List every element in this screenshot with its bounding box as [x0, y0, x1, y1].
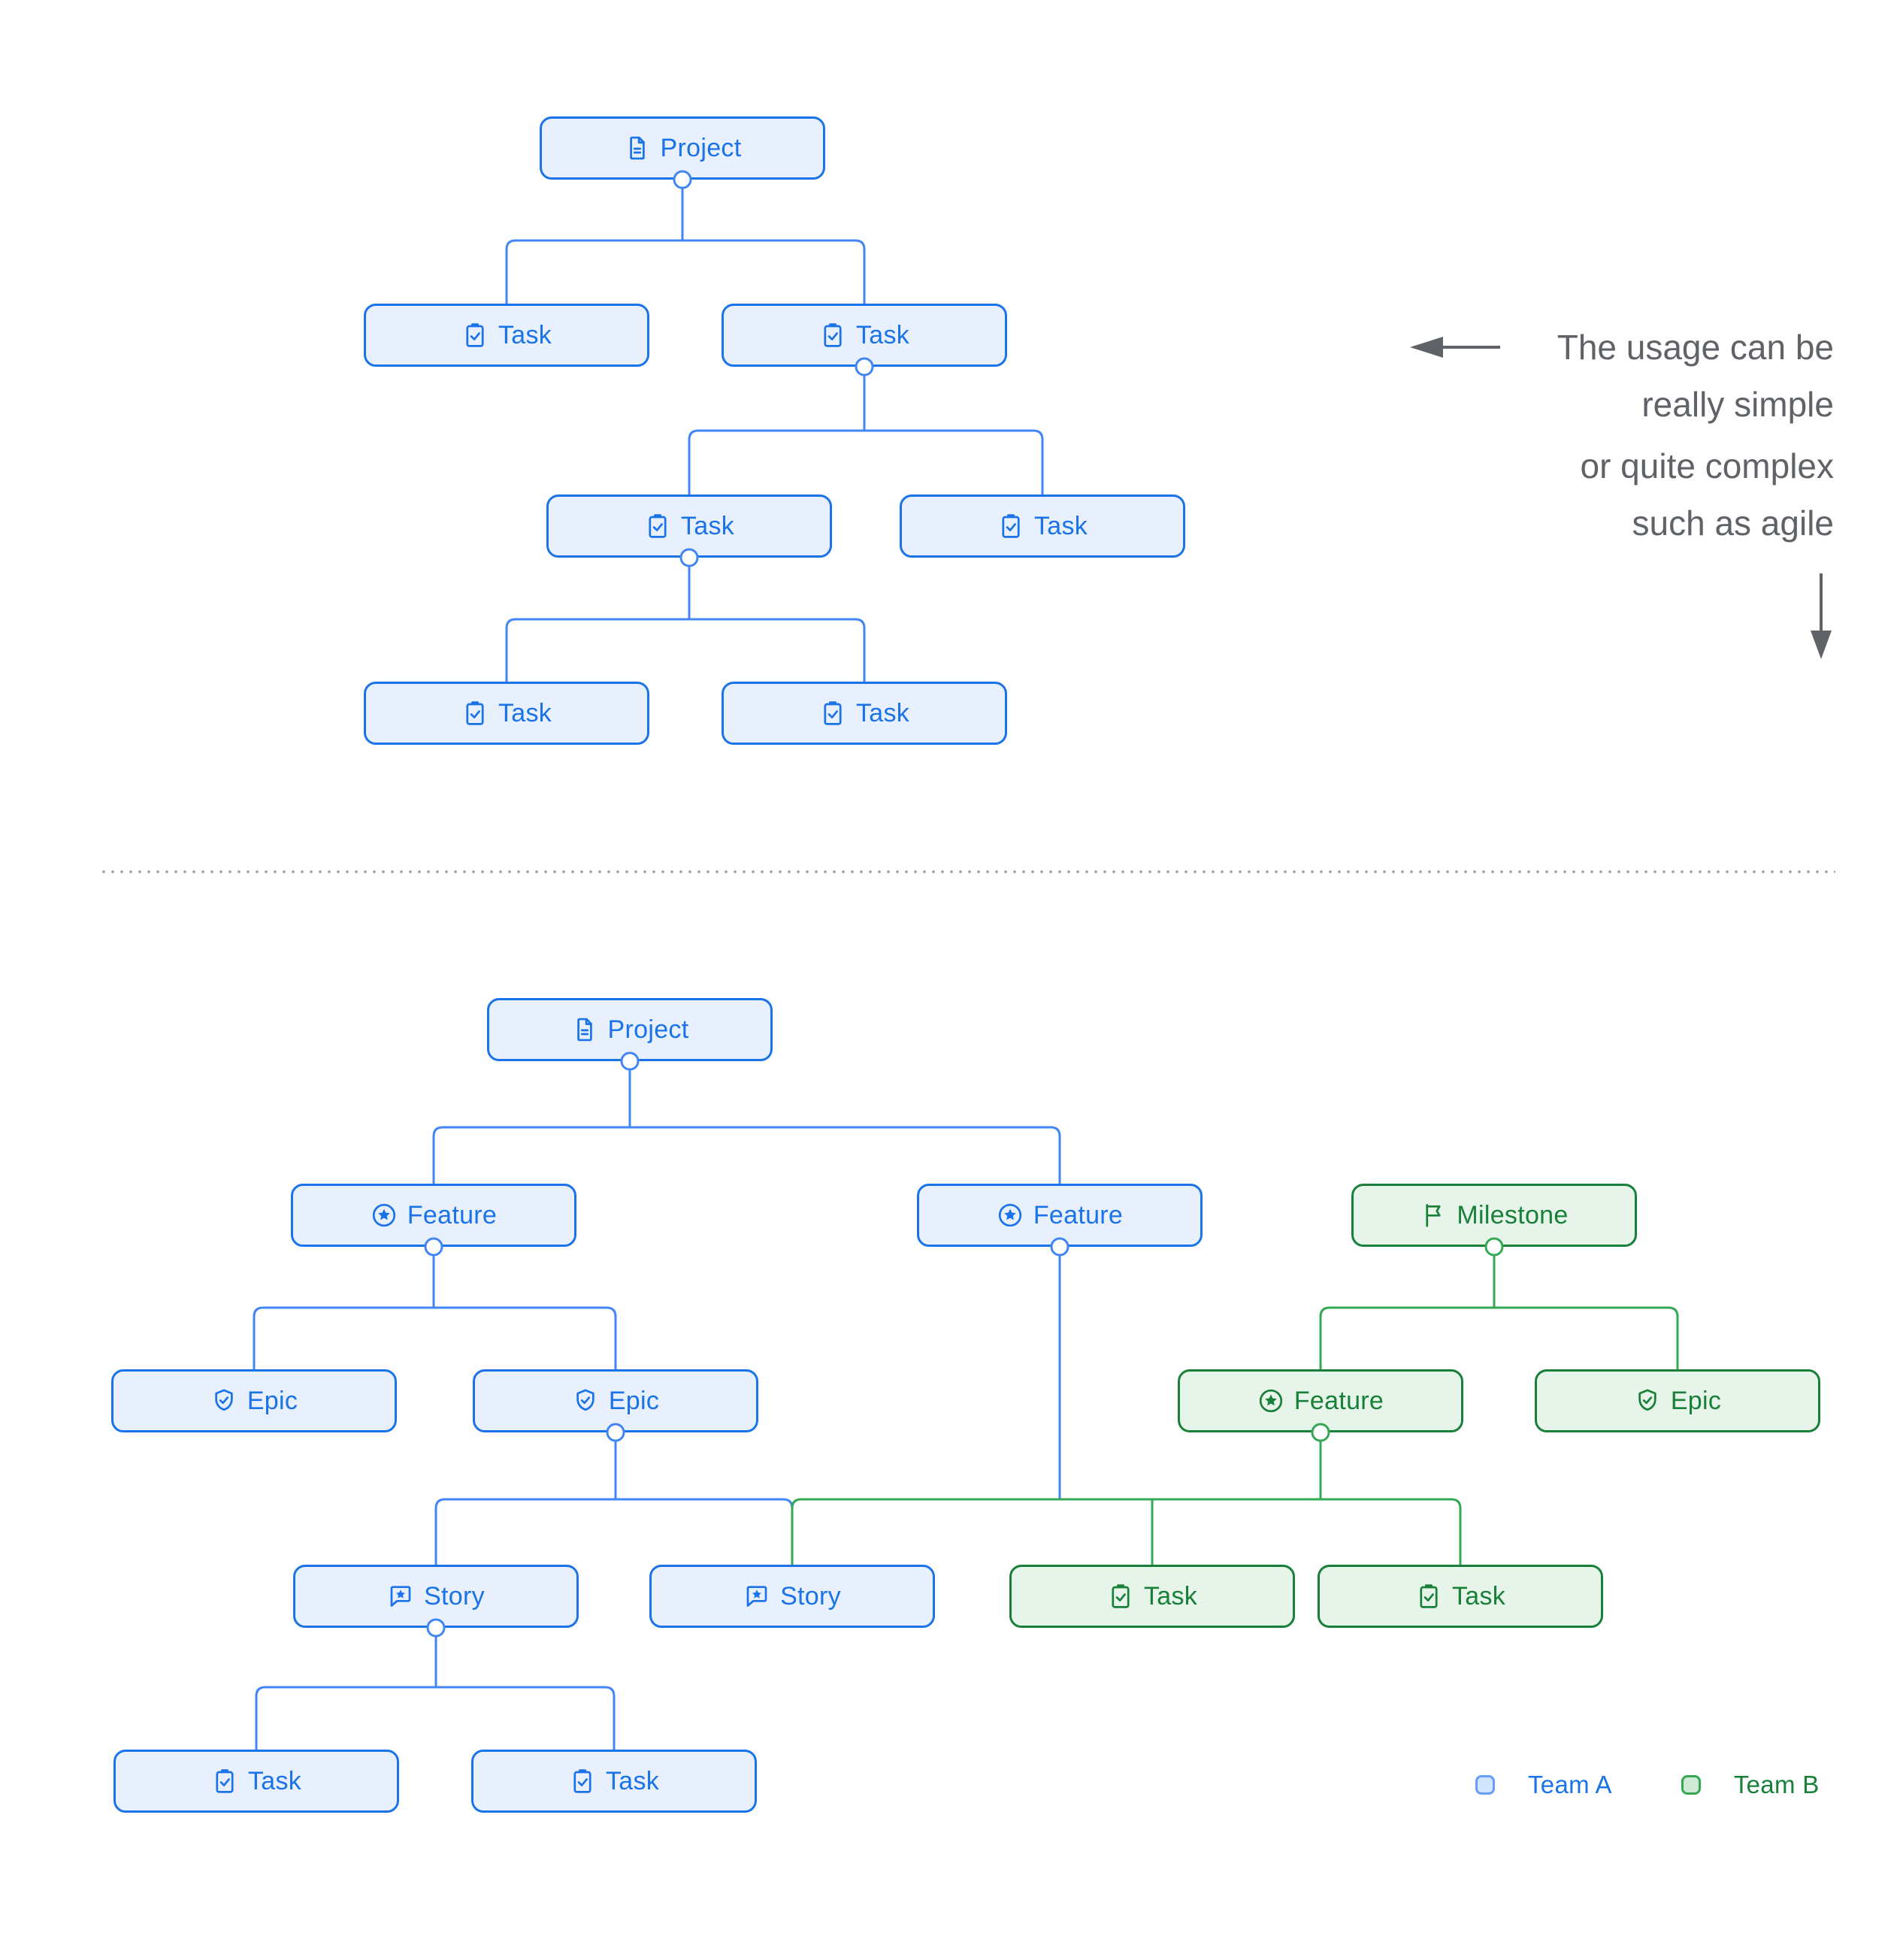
epic-icon [215, 1389, 233, 1411]
task-icon [824, 323, 842, 347]
node-task[interactable]: Task [471, 1750, 757, 1813]
node-label: Feature [407, 1201, 498, 1230]
milestone-icon [1426, 1204, 1441, 1227]
node-label: Task [247, 1767, 302, 1795]
node-milestone[interactable]: Milestone [1351, 1184, 1637, 1247]
task-icon [824, 701, 842, 725]
node-task[interactable]: Task [1318, 1565, 1603, 1628]
annotation-line: or quite complex [1580, 446, 1835, 485]
node-project[interactable]: Project [540, 116, 825, 180]
story-icon [746, 1586, 767, 1607]
task-icon [216, 1769, 234, 1793]
legend: Team A Team B [1475, 1771, 1820, 1799]
node-task[interactable]: Task [113, 1750, 399, 1813]
document-icon [576, 1018, 592, 1042]
task-icon [1112, 1584, 1130, 1608]
story-icon [390, 1586, 411, 1607]
node-label: Project [660, 134, 742, 162]
annotation-line: The usage can be [1557, 328, 1834, 367]
node-task[interactable]: Task [364, 682, 649, 745]
task-icon [1002, 514, 1020, 538]
team-a-label: Team A [1528, 1771, 1612, 1798]
node-epic[interactable]: Epic [111, 1369, 397, 1432]
epic-icon [1638, 1389, 1656, 1411]
team-b-label: Team B [1733, 1771, 1820, 1798]
annotation-line: such as agile [1632, 504, 1835, 543]
node-task[interactable]: Task [722, 304, 1007, 367]
task-icon [466, 701, 484, 725]
node-label: Feature [1033, 1201, 1124, 1230]
node-task[interactable]: Task [546, 495, 832, 558]
annotation-simple: The usage can be really simple [1557, 319, 1834, 433]
node-label: Story [780, 1582, 841, 1611]
node-task[interactable]: Task [900, 495, 1185, 558]
node-label: Task [680, 512, 735, 540]
node-label: Task [855, 321, 910, 349]
document-icon [629, 136, 645, 160]
node-label: Task [1033, 512, 1088, 540]
left-arrow-icon [1410, 337, 1500, 358]
node-label: Task [605, 1767, 660, 1795]
feature-icon [1259, 1389, 1283, 1413]
node-label: Milestone [1457, 1201, 1569, 1230]
legend-team-b: Team B [1681, 1771, 1820, 1799]
task-icon [649, 514, 667, 538]
section-divider [99, 870, 1835, 874]
node-label: Task [498, 699, 552, 727]
node-epic[interactable]: Epic [1535, 1369, 1820, 1432]
node-label: Epic [247, 1387, 298, 1415]
node-label: Project [607, 1015, 689, 1044]
annotation-complex: or quite complex such as agile [1581, 437, 1835, 552]
node-task[interactable]: Task [722, 682, 1007, 745]
node-epic[interactable]: Epic [473, 1369, 758, 1432]
task-icon [573, 1769, 591, 1793]
node-task[interactable]: Task [364, 304, 649, 367]
legend-team-a: Team A [1475, 1771, 1612, 1799]
node-feature[interactable]: Feature [1178, 1369, 1463, 1432]
team-a-swatch [1475, 1775, 1495, 1795]
feature-icon [372, 1203, 396, 1227]
node-feature[interactable]: Feature [917, 1184, 1203, 1247]
node-label: Task [855, 699, 910, 727]
feature-icon [998, 1203, 1022, 1227]
node-label: Task [498, 321, 552, 349]
down-arrow-icon [1811, 573, 1832, 659]
node-label: Feature [1293, 1387, 1384, 1415]
team-b-swatch [1681, 1775, 1701, 1795]
node-project[interactable]: Project [487, 998, 773, 1061]
node-story[interactable]: Story [649, 1565, 935, 1628]
node-task[interactable]: Task [1009, 1565, 1295, 1628]
annotation-line: really simple [1641, 385, 1834, 424]
node-label: Story [424, 1582, 485, 1611]
node-feature[interactable]: Feature [291, 1184, 576, 1247]
task-icon [466, 323, 484, 347]
task-icon [1420, 1584, 1438, 1608]
node-story[interactable]: Story [293, 1565, 579, 1628]
node-label: Task [1143, 1582, 1198, 1611]
epic-icon [576, 1389, 594, 1411]
node-label: Task [1451, 1582, 1506, 1611]
node-label: Epic [1670, 1387, 1722, 1415]
node-label: Epic [608, 1387, 660, 1415]
